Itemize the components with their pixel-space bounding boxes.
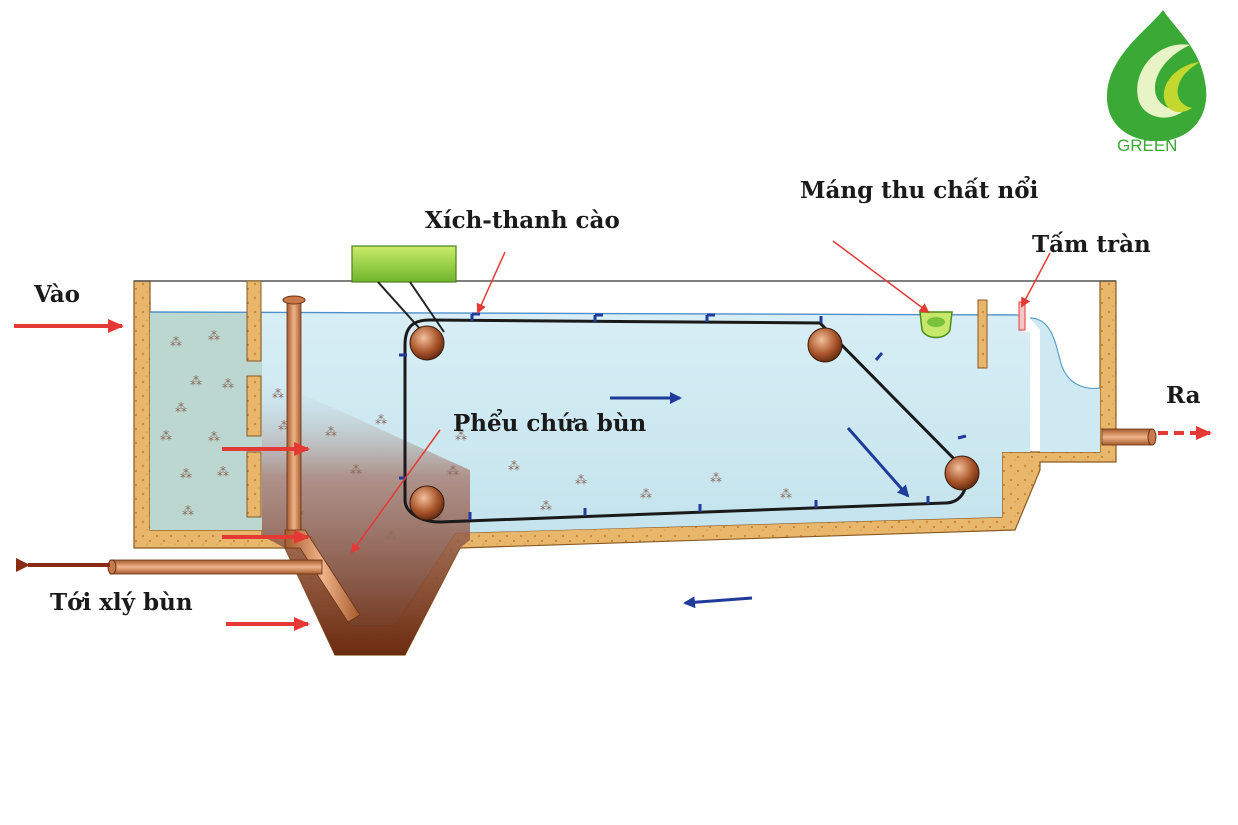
- svg-text:⁂: ⁂: [350, 463, 362, 477]
- chain-sprockets: [409, 325, 980, 521]
- label-to-sludge-treatment: Tới xlý bùn: [50, 589, 193, 616]
- svg-text:⁂: ⁂: [190, 374, 202, 388]
- scraper-chain: [403, 318, 968, 524]
- inlet-pipe: [282, 295, 306, 549]
- svg-text:⁂: ⁂: [208, 430, 220, 444]
- svg-text:⁂: ⁂: [640, 487, 652, 501]
- flow-arrows-red: [14, 319, 1212, 631]
- sludge-layer: [262, 380, 470, 655]
- drive-belt-2: [409, 281, 445, 333]
- label-leaders: [350, 240, 1051, 554]
- svg-text:⁂: ⁂: [272, 387, 284, 401]
- label-inlet: Vào: [33, 281, 80, 308]
- svg-text:⁂: ⁂: [540, 499, 552, 513]
- label-scum-trough: Máng thu chất nổi: [800, 176, 1039, 204]
- scum-trough: [919, 311, 953, 339]
- logo-text: GREEN: [1117, 136, 1177, 155]
- svg-text:⁂: ⁂: [175, 401, 187, 415]
- green-logo: GREEN: [1106, 10, 1207, 155]
- svg-text:⁂: ⁂: [325, 425, 337, 439]
- label-outlet: Ra: [1166, 382, 1201, 409]
- svg-text:⁂: ⁂: [447, 464, 459, 478]
- water-body: [149, 311, 1101, 625]
- svg-text:⁂: ⁂: [508, 459, 520, 473]
- svg-text:⁂: ⁂: [182, 504, 194, 518]
- weir-plate: [1018, 301, 1026, 331]
- svg-text:⁂: ⁂: [575, 473, 587, 487]
- svg-text:⁂: ⁂: [780, 487, 792, 501]
- scraper-flights: [399, 312, 967, 520]
- svg-text:⁂: ⁂: [217, 465, 229, 479]
- scum-baffle: [977, 299, 988, 369]
- svg-text:⁂: ⁂: [160, 429, 172, 443]
- svg-text:⁂: ⁂: [170, 335, 182, 349]
- label-chain-scraper: Xích-thanh cào: [425, 207, 620, 234]
- drive-motor: [351, 245, 457, 283]
- svg-text:⁂: ⁂: [180, 467, 192, 481]
- outlet-pipe: [1101, 428, 1157, 446]
- svg-text:⁂: ⁂: [710, 471, 722, 485]
- svg-text:⁂: ⁂: [222, 377, 234, 391]
- label-sludge-hopper: Phểu chứa bùn: [453, 409, 647, 437]
- flow-arrows-blue: [610, 392, 910, 609]
- inlet-baffle: [246, 280, 262, 518]
- label-weir-plate: Tấm tràn: [1032, 231, 1151, 258]
- svg-text:⁂: ⁂: [455, 429, 467, 443]
- svg-text:⁂: ⁂: [208, 329, 220, 343]
- svg-text:⁂: ⁂: [385, 529, 397, 543]
- svg-text:⁂: ⁂: [375, 413, 387, 427]
